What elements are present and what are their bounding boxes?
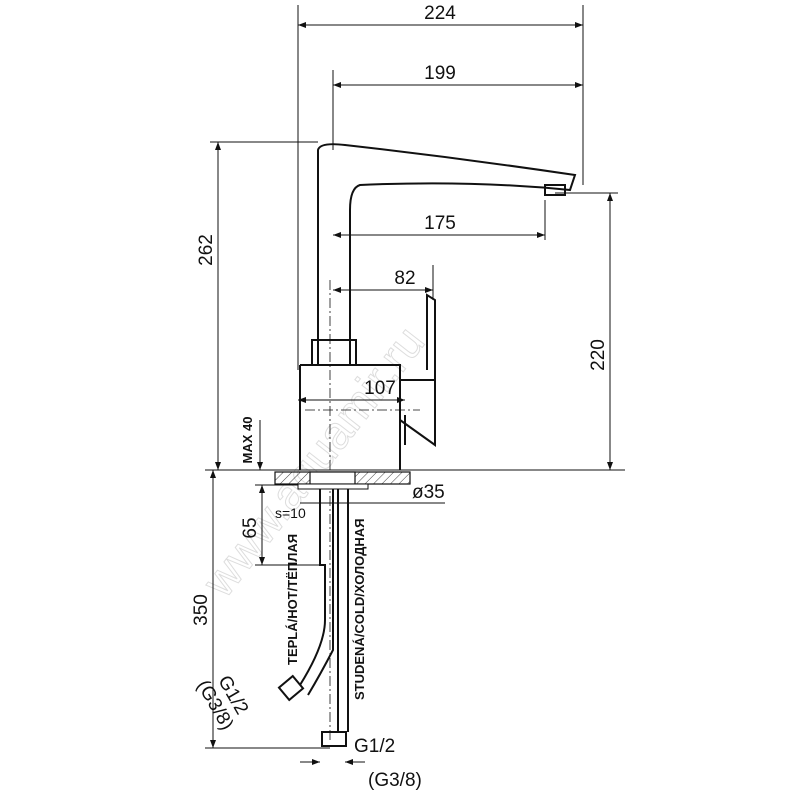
mounting-flange	[274, 471, 411, 490]
cold-hose-label: STUDENÁ/COLD/ХОЛОДНАЯ	[352, 519, 367, 700]
dim-overall-height: 262	[196, 234, 217, 266]
dim-handle-offset: 82	[394, 268, 415, 289]
dim-hose-length: 350	[191, 594, 212, 626]
dim-body-depth: 107	[364, 378, 396, 399]
dimension-lines	[210, 22, 613, 765]
cold-thread-alt-label: (G3/8)	[368, 770, 422, 791]
dim-overall-width: 224	[424, 3, 456, 24]
faucet-body	[299, 143, 577, 740]
hot-hose-label: TEPLÁ/HOT/ТЁПЛАЯ	[285, 534, 300, 665]
dim-flange-diameter: ø35	[412, 482, 445, 503]
cold-thread-label: G1/2	[354, 736, 395, 757]
dim-stud-length: 65	[240, 517, 261, 538]
dim-wrench-size: s=10	[275, 505, 306, 521]
extension-lines	[205, 5, 625, 749]
dim-max-counter: MAX 40	[240, 417, 255, 464]
dim-spout-reach: 199	[424, 63, 456, 84]
dim-spout-projection: 175	[424, 213, 456, 234]
hoses	[277, 489, 349, 747]
dim-spout-height: 220	[588, 339, 609, 371]
